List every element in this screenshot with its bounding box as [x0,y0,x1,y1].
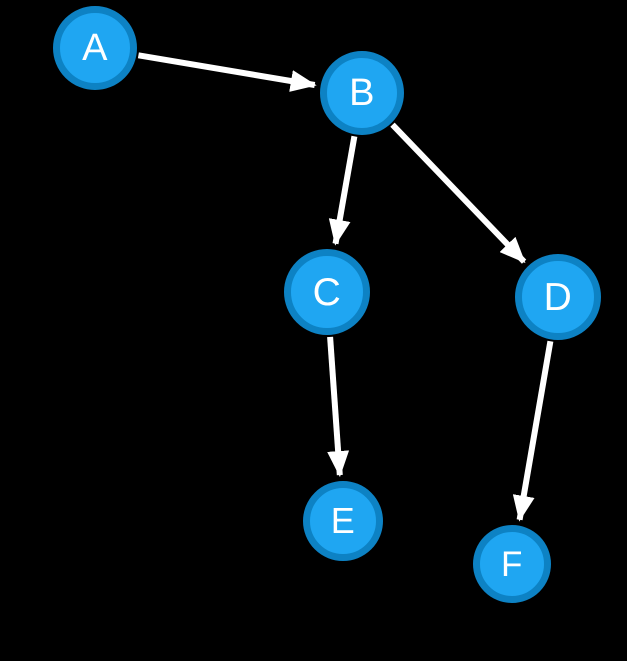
graph-node-D[interactable]: D [515,254,601,340]
graph-node-C[interactable]: C [284,249,370,335]
edge-B-D [390,122,527,264]
graph-node-A[interactable]: A [53,6,137,90]
node-label-B: B [349,72,375,114]
node-label-C: C [312,270,342,314]
edge-D-F [512,340,554,522]
graph-node-E[interactable]: E [303,481,383,561]
node-label-D: D [543,275,573,319]
edge-C-E [327,336,350,478]
graph-node-F[interactable]: F [473,525,551,603]
node-label-A: A [82,27,108,69]
edge-B-C [328,135,358,246]
edge-A-B [137,52,317,92]
graph-node-B[interactable]: B [320,51,404,135]
node-label-F: F [501,544,523,584]
node-label-E: E [330,500,356,541]
